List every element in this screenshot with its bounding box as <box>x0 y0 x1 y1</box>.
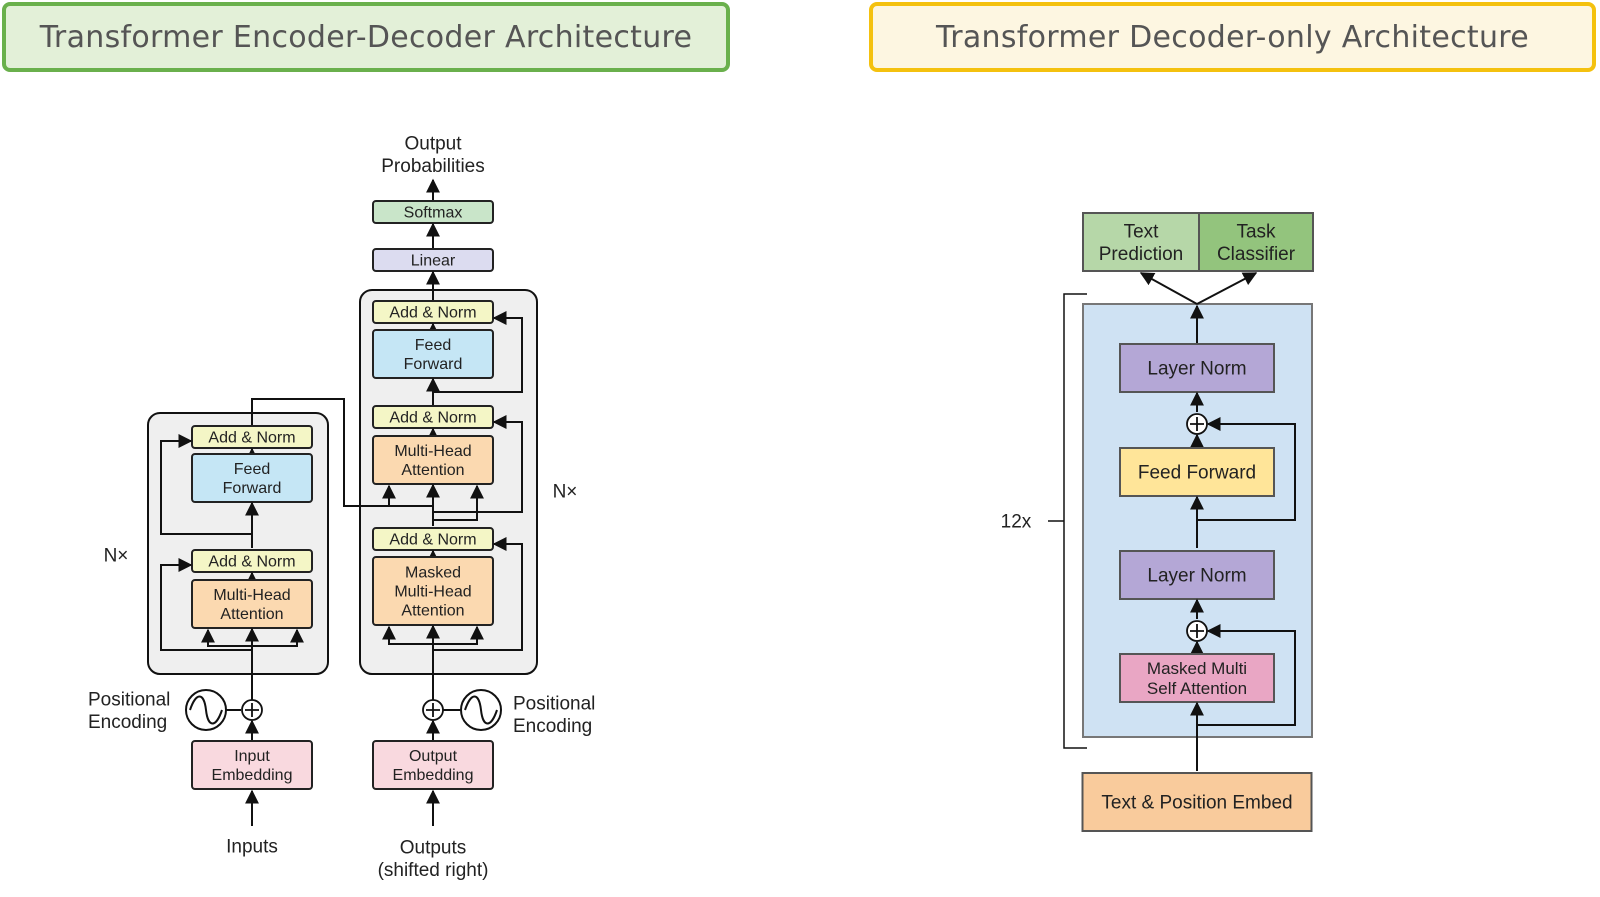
connector-line <box>433 484 484 521</box>
connector-line <box>433 311 523 393</box>
connector-line <box>1197 417 1296 521</box>
masked-self-attention-box <box>1119 653 1275 703</box>
connector-line <box>201 628 252 647</box>
residual-add-top-sign <box>1190 417 1204 431</box>
encoder-add-circle-sign <box>245 703 259 717</box>
connector-line <box>252 628 304 647</box>
softmax-box-label: Softmax <box>404 205 463 222</box>
connector-line <box>389 486 434 507</box>
feed-forward-box-label: Feed Forward <box>1138 463 1256 484</box>
decoder-add-circle-sign <box>426 703 440 717</box>
connector-line <box>433 625 484 645</box>
feed-forward-box <box>1119 447 1275 497</box>
decoder-only-title: Transformer Decoder-only Architecture <box>869 2 1596 72</box>
connector-line <box>382 625 433 645</box>
text-prediction-box <box>1082 212 1200 272</box>
decoder-add-norm-2-label: Add & Norm <box>389 410 476 427</box>
text-position-embed-box-label: Text & Position Embed <box>1101 793 1292 814</box>
text-position-embed-box <box>1081 772 1313 832</box>
encoder-add-norm-1-label: Add & Norm <box>208 554 295 571</box>
linear-box-label: Linear <box>411 253 456 270</box>
connector-line <box>1197 624 1296 726</box>
connector-line <box>1139 272 1198 305</box>
decoder-add-norm-1-label: Add & Norm <box>389 532 476 549</box>
repeat-12x-label: 12x <box>1001 512 1032 533</box>
layer-norm-top-box <box>1119 343 1275 393</box>
connector-line <box>160 558 252 651</box>
layer-norm-bottom-box <box>1119 550 1275 600</box>
connector-line <box>160 434 252 535</box>
decoder-positional-encoding-icon-wave <box>464 695 498 725</box>
input-embedding-box <box>191 740 313 790</box>
encoder-positional-encoding-icon-wave <box>189 695 223 725</box>
residual-add-bottom-sign <box>1190 624 1204 638</box>
outputs-label: Outputs(shifted right) <box>378 837 489 880</box>
connector-line <box>1196 272 1258 305</box>
connector-line <box>251 398 396 507</box>
connector-line <box>433 537 523 651</box>
decoder-add-norm-3-label: Add & Norm <box>389 305 476 322</box>
encoder-repeat-label: N× <box>104 546 129 567</box>
encoder-add-norm-2-label: Add & Norm <box>208 430 295 447</box>
task-classifier-box <box>1198 212 1314 272</box>
encoder-decoder-title: Transformer Encoder-Decoder Architecture <box>2 2 730 72</box>
output-embedding-box <box>372 740 494 790</box>
encoder-block <box>147 412 329 675</box>
inputs-label: Inputs <box>226 837 278 858</box>
layer-norm-bottom-box-label: Layer Norm <box>1147 566 1246 587</box>
layer-norm-top-box-label: Layer Norm <box>1147 359 1246 380</box>
decoder-repeat-label: N× <box>553 482 578 503</box>
